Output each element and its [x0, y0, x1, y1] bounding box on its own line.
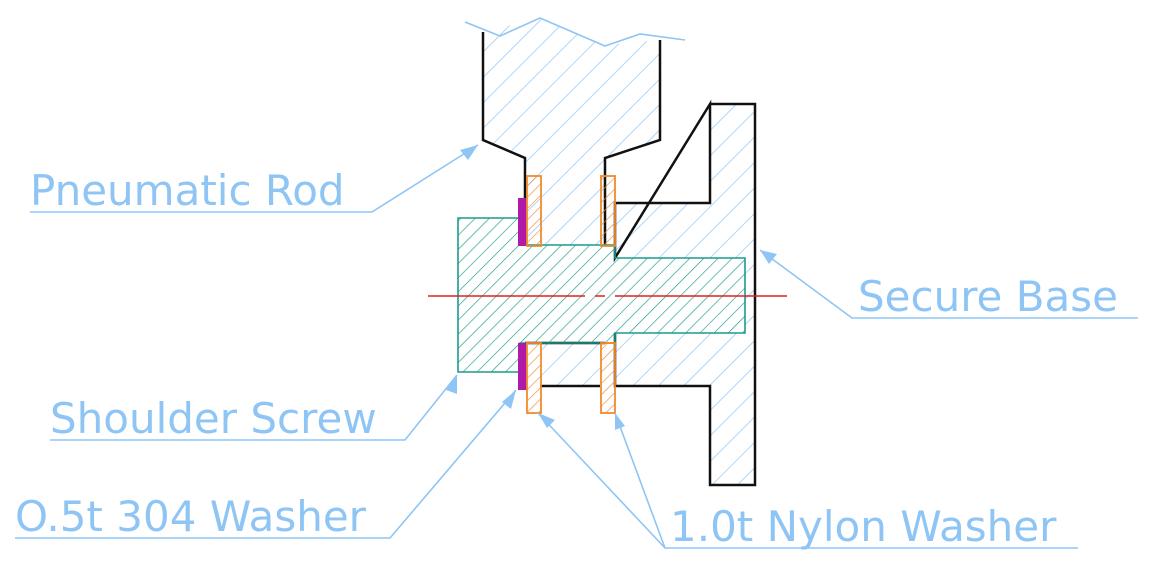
- label-pneumatic-rod: Pneumatic Rod: [30, 166, 345, 215]
- label-steel-washer: O.5t 304 Washer: [15, 492, 367, 541]
- label-secure-base: Secure Base: [858, 272, 1118, 321]
- nylon-washer-part: [526, 175, 616, 414]
- label-shoulder-screw: Shoulder Screw: [50, 394, 377, 443]
- steel-washer-part: [518, 198, 527, 390]
- label-nylon-washer: 1.0t Nylon Washer: [670, 502, 1057, 551]
- leader-lines: [15, 144, 1138, 549]
